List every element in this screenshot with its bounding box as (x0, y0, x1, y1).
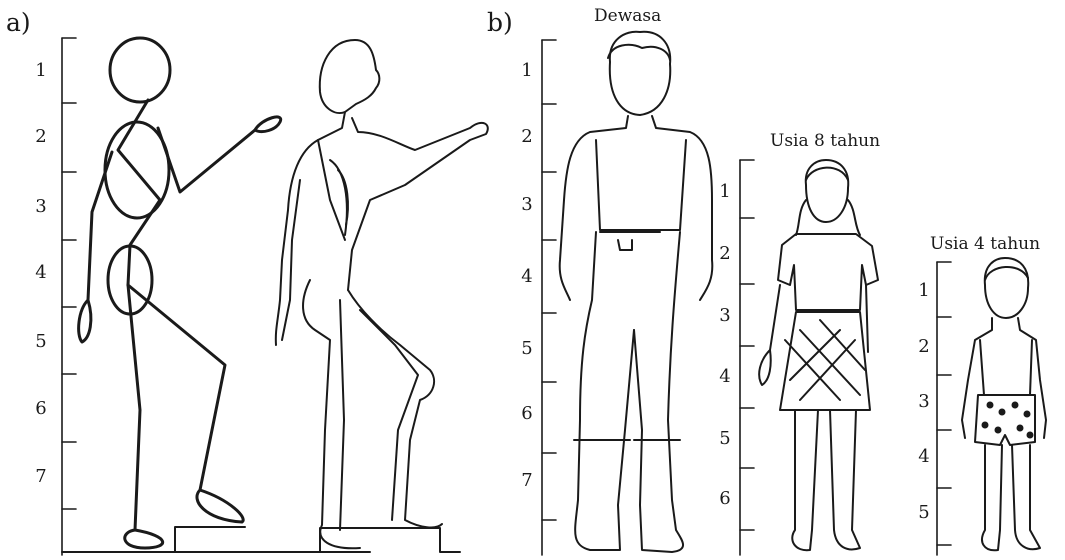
scale-number: 1 (913, 282, 935, 300)
caption-child-4: Usia 4 tahun (930, 236, 1040, 253)
scale-number: 3 (714, 307, 736, 325)
scale-number: 2 (913, 338, 935, 356)
scale-number: 7 (30, 468, 52, 486)
adult-figure (560, 32, 713, 552)
scale-number: 3 (30, 198, 52, 216)
scale-ruler-child-8 (740, 160, 754, 555)
scale-ruler-a (62, 38, 76, 555)
scale-number: 1 (30, 62, 52, 80)
caption-child-8: Usia 8 tahun (770, 133, 880, 150)
scale-number: 5 (30, 333, 52, 351)
scale-number: 3 (913, 393, 935, 411)
anatomy-figure (276, 40, 488, 548)
scale-number: 5 (913, 504, 935, 522)
scale-number: 1 (714, 183, 736, 201)
scale-number: 2 (30, 128, 52, 146)
scale-number: 7 (516, 472, 538, 490)
scale-number: 1 (516, 62, 538, 80)
scale-number: 4 (516, 268, 538, 286)
caption-adult: Dewasa (594, 8, 661, 25)
panel-label-a: a) (6, 10, 31, 35)
scale-number: 2 (516, 128, 538, 146)
scale-number: 3 (516, 196, 538, 214)
scale-number: 6 (516, 405, 538, 423)
child-4-figure (962, 258, 1046, 550)
scale-number: 6 (714, 490, 736, 508)
scale-number: 4 (30, 264, 52, 282)
panel-label-b: b) (487, 10, 513, 35)
steps-ground (62, 527, 460, 552)
child-8-figure (759, 160, 878, 550)
scale-number: 4 (913, 448, 935, 466)
scale-number: 5 (714, 430, 736, 448)
stick-figure (79, 38, 281, 548)
scale-ruler-adult (542, 40, 556, 555)
scale-number: 6 (30, 400, 52, 418)
scale-ruler-child-4 (937, 262, 951, 555)
scale-number: 5 (516, 340, 538, 358)
scale-number: 4 (714, 368, 736, 386)
scale-number: 2 (714, 245, 736, 263)
